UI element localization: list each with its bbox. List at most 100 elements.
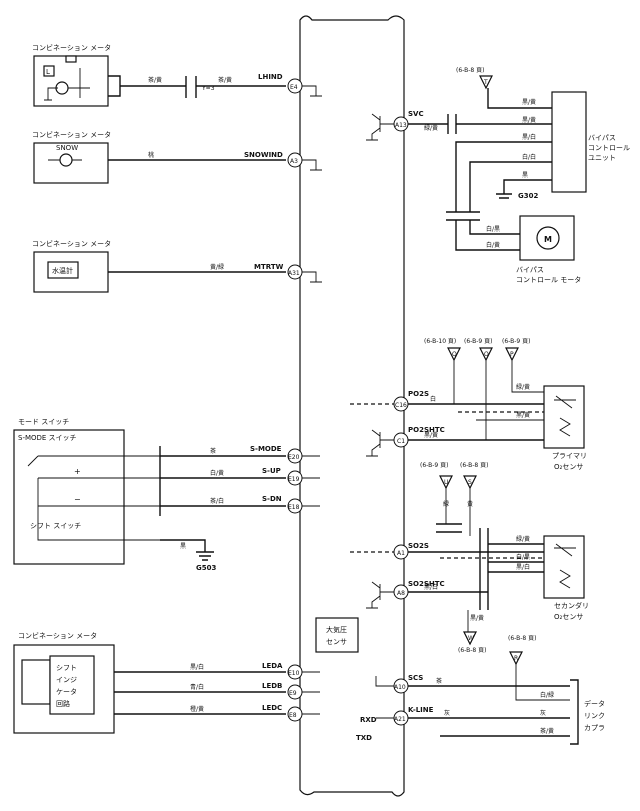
left-pins: E4 A3 A31 E20 E19 E18 E10 E9 E8 [287,78,303,722]
svg-text:O₂センサ: O₂センサ [554,613,583,621]
svg-text:黒/白: 黒/白 [424,583,438,591]
svg-text:(6-B-8 頁): (6-B-8 頁) [460,462,488,469]
lhind-wire [120,76,286,98]
mode-switch-box [13,429,125,565]
po2shtc-label: PO2SHTC [408,426,445,434]
ledb-label: LEDB [262,682,282,690]
svg-text:A31: A31 [288,270,300,277]
svg-text:白/白: 白/白 [522,153,536,161]
svg-text:C1: C1 [397,438,405,445]
svg-text:白/黒: 白/黒 [516,553,530,561]
svg-text:プライマリ: プライマリ [552,452,587,460]
lhind-label: LHIND [258,73,283,81]
secondary-o2-sensor-box [543,535,585,599]
svg-text:(6-B-10 頁): (6-B-10 頁) [424,338,456,345]
minus-label: − [74,495,81,504]
scs-label: SCS [408,674,423,682]
mtrtw-label: MTRTW [254,263,284,271]
svg-text:セカンダリ: セカンダリ [554,601,589,610]
svg-text:リンク: リンク [584,712,605,720]
svg-text:黒/黄: 黒/黄 [522,98,536,106]
svg-text:緑/黄: 緑/黄 [516,383,530,391]
svg-text:インジ: インジ [56,676,77,684]
svg-text:(6-B-9 頁): (6-B-9 頁) [420,462,448,469]
svg-text:緑: 緑 [443,500,449,508]
s-dn-wire-color: 茶/白 [210,497,224,505]
svg-text:C16: C16 [395,402,407,409]
s-mode-switch-label: S-MODE スイッチ [18,434,77,442]
svg-text:T: T [483,79,488,86]
svg-text:黄: 黄 [467,500,473,508]
bypass-unit-box [551,91,587,193]
ref-t-marker [479,75,493,90]
svg-text:コントロール: コントロール [588,144,630,152]
svg-text:O₂センサ: O₂センサ [554,463,583,471]
meter-1-title: コンビネーション メータ [32,43,111,52]
svc-wire-color: 緑/黄 [424,124,438,132]
svg-text:E19: E19 [288,476,300,483]
svg-text:E8: E8 [289,712,297,719]
data-link-connector [570,679,579,745]
svg-text:S: S [468,479,472,486]
svg-text:ユニット: ユニット [588,154,616,162]
svg-text:W: W [468,635,474,642]
svg-text:M: M [544,235,552,244]
svg-text:白/黄: 白/黄 [486,241,500,249]
svg-text:E4: E4 [290,84,298,91]
meter-3-title: コンビネーション メータ [32,239,111,248]
ledc-wire-color: 橙/黄 [190,705,204,713]
meter-4-title: コンビネーション メータ [18,631,97,640]
k-line-label: K-LINE [408,706,434,714]
svg-text:白: 白 [430,395,436,403]
svg-text:回路: 回路 [56,699,70,708]
g503-label: G503 [196,564,216,572]
s-dn-label: S-DN [262,495,282,503]
svg-text:(6-B-8 頁): (6-B-8 頁) [458,647,486,654]
svg-text:O: O [484,351,489,358]
svg-text:シフト: シフト [56,664,77,672]
svg-text:黒/黄: 黒/黄 [470,614,484,622]
rxd-label: RXD [360,716,377,724]
svg-text:黒: 黒 [180,543,186,550]
svg-text:灰: 灰 [444,709,450,717]
svg-text:白/黒: 白/黒 [486,225,500,233]
svg-text:(6-B-9 頁): (6-B-9 頁) [464,338,492,345]
svg-text:黒/白: 黒/白 [522,133,536,141]
svg-text:黒/白: 黒/白 [516,563,530,571]
meter-1-internals [44,68,90,101]
svg-text:コントロール モータ: コントロール モータ [516,275,581,284]
snow-label: SNOW [56,144,78,152]
primary-o2-sensor-box [543,385,585,449]
svg-text:E10: E10 [288,670,300,677]
snowind-wire-color: 桃 [148,151,154,159]
svg-text:データ: データ [584,699,605,708]
svg-text:A10: A10 [394,684,406,691]
svg-text:黒: 黒 [522,172,528,179]
baro-sensor-label-1: 大気圧 [326,625,347,634]
svg-text:茶/黄: 茶/黄 [540,727,554,735]
so2s-label: SO2S [408,542,429,550]
shift-switch-label: シフト スイッチ [30,522,81,530]
s-up-wire-color: 白/黄 [210,469,224,477]
plus-label: + [74,467,81,476]
txd-label: TXD [356,734,372,742]
svg-text:E18: E18 [288,504,300,511]
ledc-label: LEDC [262,704,282,712]
svg-text:灰: 灰 [540,709,546,717]
meter-3-box [33,251,109,293]
svg-text:緑/黄: 緑/黄 [516,535,530,543]
svg-text:A21: A21 [394,716,406,723]
baro-sensor-label-2: センサ [326,638,347,646]
s-up-label: S-UP [262,467,281,475]
s-mode-wire-color: 茶 [210,447,216,455]
leda-label: LEDA [262,662,283,670]
svg-text:A8: A8 [397,590,405,597]
lamp-label: L [46,68,50,76]
mode-switch-title: モード スイッチ [18,418,69,426]
svg-text:ケータ: ケータ [56,687,77,696]
lhind-wire-color-2: 茶/黄 [218,76,232,84]
svg-text:カプラ: カプラ [584,724,605,732]
svg-text:A13: A13 [395,122,407,129]
svg-text:P: P [510,351,514,358]
mtrtw-wire-color: 黄/緑 [210,263,224,271]
